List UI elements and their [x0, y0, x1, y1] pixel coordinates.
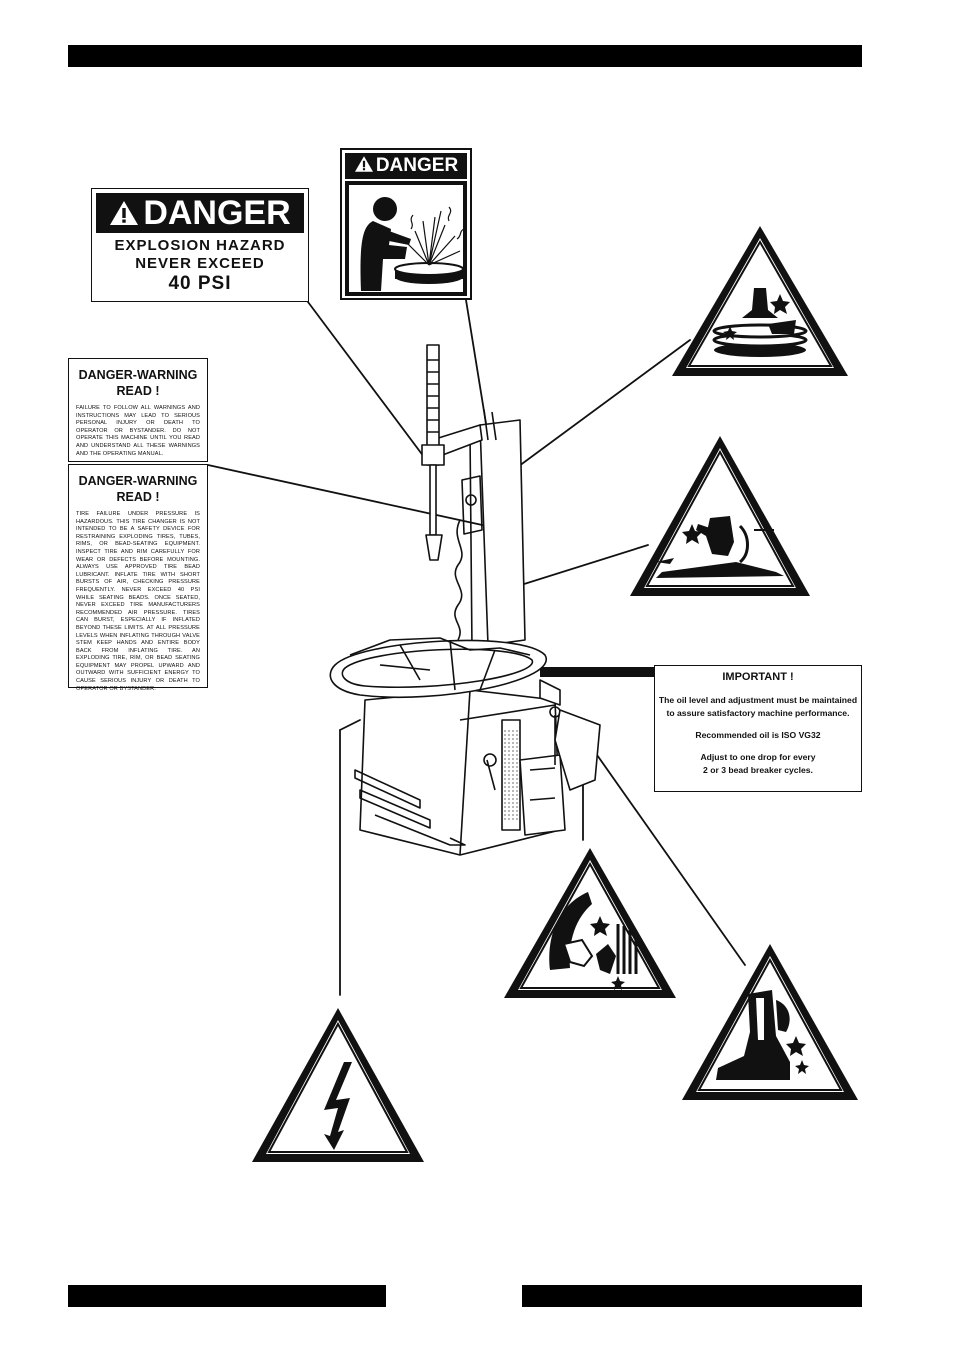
footer-bar-right: [522, 1285, 862, 1307]
danger-pictogram-heading: DANGER: [375, 155, 459, 176]
important-line4: Adjust to one drop for every: [700, 752, 816, 762]
warning-read-2-body: TIRE FAILURE UNDER PRESSURE IS HAZARDOUS…: [76, 511, 200, 692]
important-line5: 2 or 3 bead breaker cycles.: [703, 765, 813, 775]
tire-explosion-pictogram-icon: [345, 181, 467, 296]
warning-triangle-icon: [354, 156, 373, 172]
danger-pictogram-label: DANGER: [340, 148, 472, 300]
danger-explosion-heading-bar: DANGER: [96, 193, 304, 233]
danger-explosion-label: DANGER EXPLOSION HAZARD NEVER EXCEED 40 …: [91, 188, 309, 302]
danger-explosion-heading: DANGER: [143, 194, 291, 232]
important-title: IMPORTANT !: [722, 671, 794, 683]
footer-bar-left: [68, 1285, 386, 1307]
electric-shock-hazard-icon: [252, 1008, 424, 1162]
warning-read-label-1: DANGER-WARNING READ ! FAILURE TO FOLLOW …: [68, 358, 208, 462]
warning-read-1-title-line2: READ !: [116, 384, 160, 398]
warning-triangle-icon: [110, 201, 139, 225]
arm-entanglement-hazard-icon: [504, 848, 676, 998]
danger-explosion-line3: 40 PSI: [168, 273, 232, 294]
important-oil-label: IMPORTANT ! The oil level and adjustment…: [654, 665, 862, 792]
danger-explosion-line2: NEVER EXCEED: [135, 255, 265, 272]
danger-explosion-line1: EXPLOSION HAZARD: [114, 237, 286, 254]
hand-pinch-hazard-icon: [630, 436, 810, 596]
warning-read-2-title-line1: DANGER-WARNING: [78, 474, 198, 488]
warning-read-1-body: FAILURE TO FOLLOW ALL WARNINGS AND INSTR…: [76, 405, 200, 457]
important-line3: Recommended oil is ISO VG32: [695, 730, 821, 740]
foot-crush-hazard-icon: [682, 944, 858, 1100]
header-bar: [68, 45, 862, 67]
warning-read-1-title-line1: DANGER-WARNING: [78, 368, 198, 382]
warning-read-label-2: DANGER-WARNING READ ! TIRE FAILURE UNDER…: [68, 464, 208, 692]
warning-read-2-title-line2: READ !: [116, 490, 160, 504]
important-line2: to assure satisfactory machine performan…: [666, 708, 850, 718]
important-line1: The oil level and adjustment must be mai…: [658, 695, 858, 705]
danger-pictogram-heading-bar: DANGER: [345, 153, 467, 179]
crush-hazard-icon: [672, 226, 848, 376]
